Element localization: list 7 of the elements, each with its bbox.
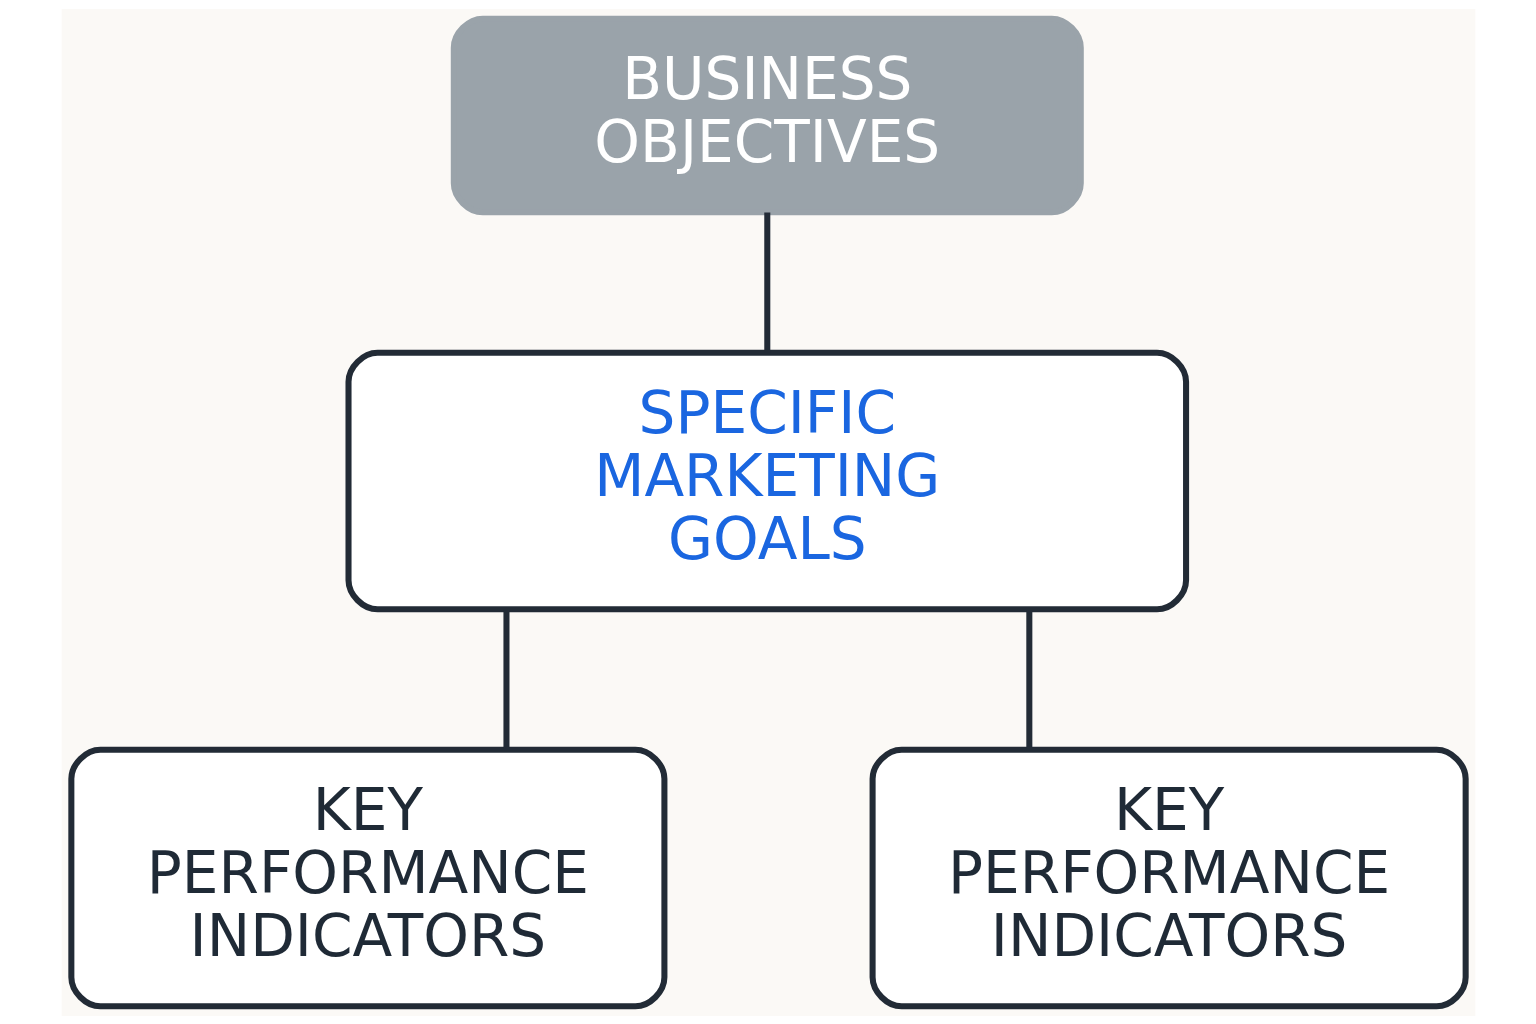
node-box: BUSINESS OBJECTIVES: [450, 15, 1084, 215]
connector: [763, 212, 770, 353]
node-box: SPECIFIC MARKETING GOALS: [345, 349, 1189, 612]
node-box: KEY PERFORMANCE INDICATORS: [869, 746, 1469, 1009]
connector: [1025, 609, 1032, 749]
connector: [502, 609, 509, 749]
node-box: KEY PERFORMANCE INDICATORS: [67, 746, 667, 1009]
